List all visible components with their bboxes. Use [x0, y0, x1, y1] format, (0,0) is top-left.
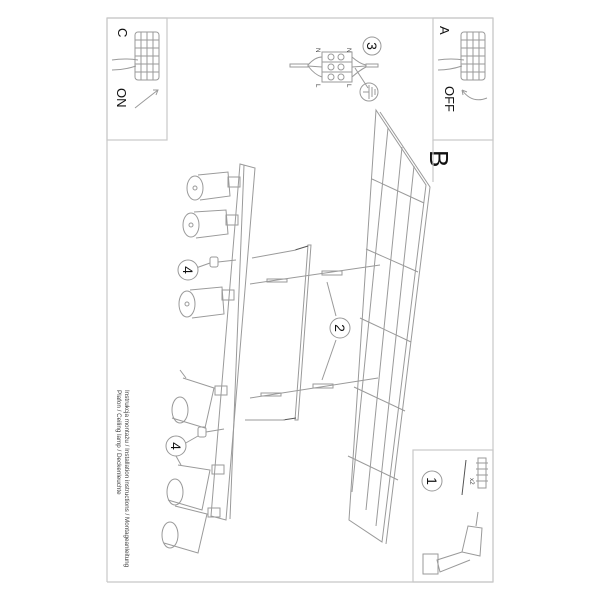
panel-a-state: OFF	[442, 86, 457, 112]
quantity-label: x2	[468, 478, 475, 485]
spotlight	[178, 286, 235, 319]
cap-icon	[209, 256, 219, 268]
step-badge	[421, 470, 443, 492]
ceiling-panel	[347, 108, 431, 545]
step-4-number-lower: 4	[168, 442, 184, 450]
sheet-frame	[106, 17, 494, 583]
step-3-wiring: 3 N N L L	[289, 36, 382, 102]
step-badge	[329, 317, 351, 339]
spotlight	[182, 209, 239, 239]
terminal-n-right: N	[345, 48, 352, 53]
hand-icon	[437, 58, 465, 71]
earth-icon	[359, 82, 379, 102]
step-1-number: 1	[424, 477, 440, 485]
panel-c-state: ON	[114, 88, 129, 108]
terminal-l-left: L	[314, 84, 321, 88]
document-caption: Instrukcja montażu / Installation instru…	[115, 390, 130, 568]
wall-plug-icon	[476, 457, 488, 489]
step-3-number: 3	[364, 42, 380, 50]
curved-arrow-icon	[134, 89, 159, 109]
step-1-drilling: 1 x2	[412, 449, 494, 583]
step-4-bulb-cap-lower: 4	[165, 426, 225, 457]
caption-line-1: Instrukcja montażu / Installation instru…	[123, 390, 130, 568]
drill-icon	[422, 511, 483, 575]
cap-icon	[197, 426, 207, 438]
step-4-bulb-cap-upper: 4	[177, 256, 237, 281]
spotlight	[166, 455, 225, 511]
breaker-box-icon	[460, 31, 486, 81]
panel-a-letter: A	[437, 26, 452, 35]
panel-a-power-off: A OFF	[432, 17, 494, 141]
spotlight	[161, 505, 221, 554]
terminal-l-right: L	[345, 84, 352, 88]
panel-b-letter: B	[424, 150, 454, 167]
panel-c-letter: C	[115, 28, 130, 37]
screw-icon	[461, 459, 467, 496]
step-2-bracket: 2	[245, 244, 381, 421]
terminal-n-left: N	[314, 48, 321, 53]
breaker-box-icon	[134, 31, 160, 81]
dowel-icon	[312, 383, 334, 389]
spotlight	[171, 369, 228, 429]
step-badge	[362, 36, 382, 56]
step-badge	[165, 435, 187, 457]
ceiling-lamp-fixture	[161, 163, 256, 554]
screw-icon	[266, 278, 288, 283]
step-2-number: 2	[332, 324, 348, 332]
panel-c-power-on: C ON	[106, 17, 168, 141]
dowel-icon	[321, 270, 343, 276]
spotlight	[186, 171, 241, 201]
curved-arrow-icon	[461, 89, 488, 101]
hand-icon	[111, 58, 139, 71]
caption-line-2: Plafon / Ceiling lamp / Deckenleuchte	[115, 390, 122, 495]
step-badge	[177, 259, 199, 281]
terminal-block-icon	[289, 51, 379, 89]
screw-icon	[260, 392, 282, 397]
step-4-number-upper: 4	[180, 266, 196, 274]
